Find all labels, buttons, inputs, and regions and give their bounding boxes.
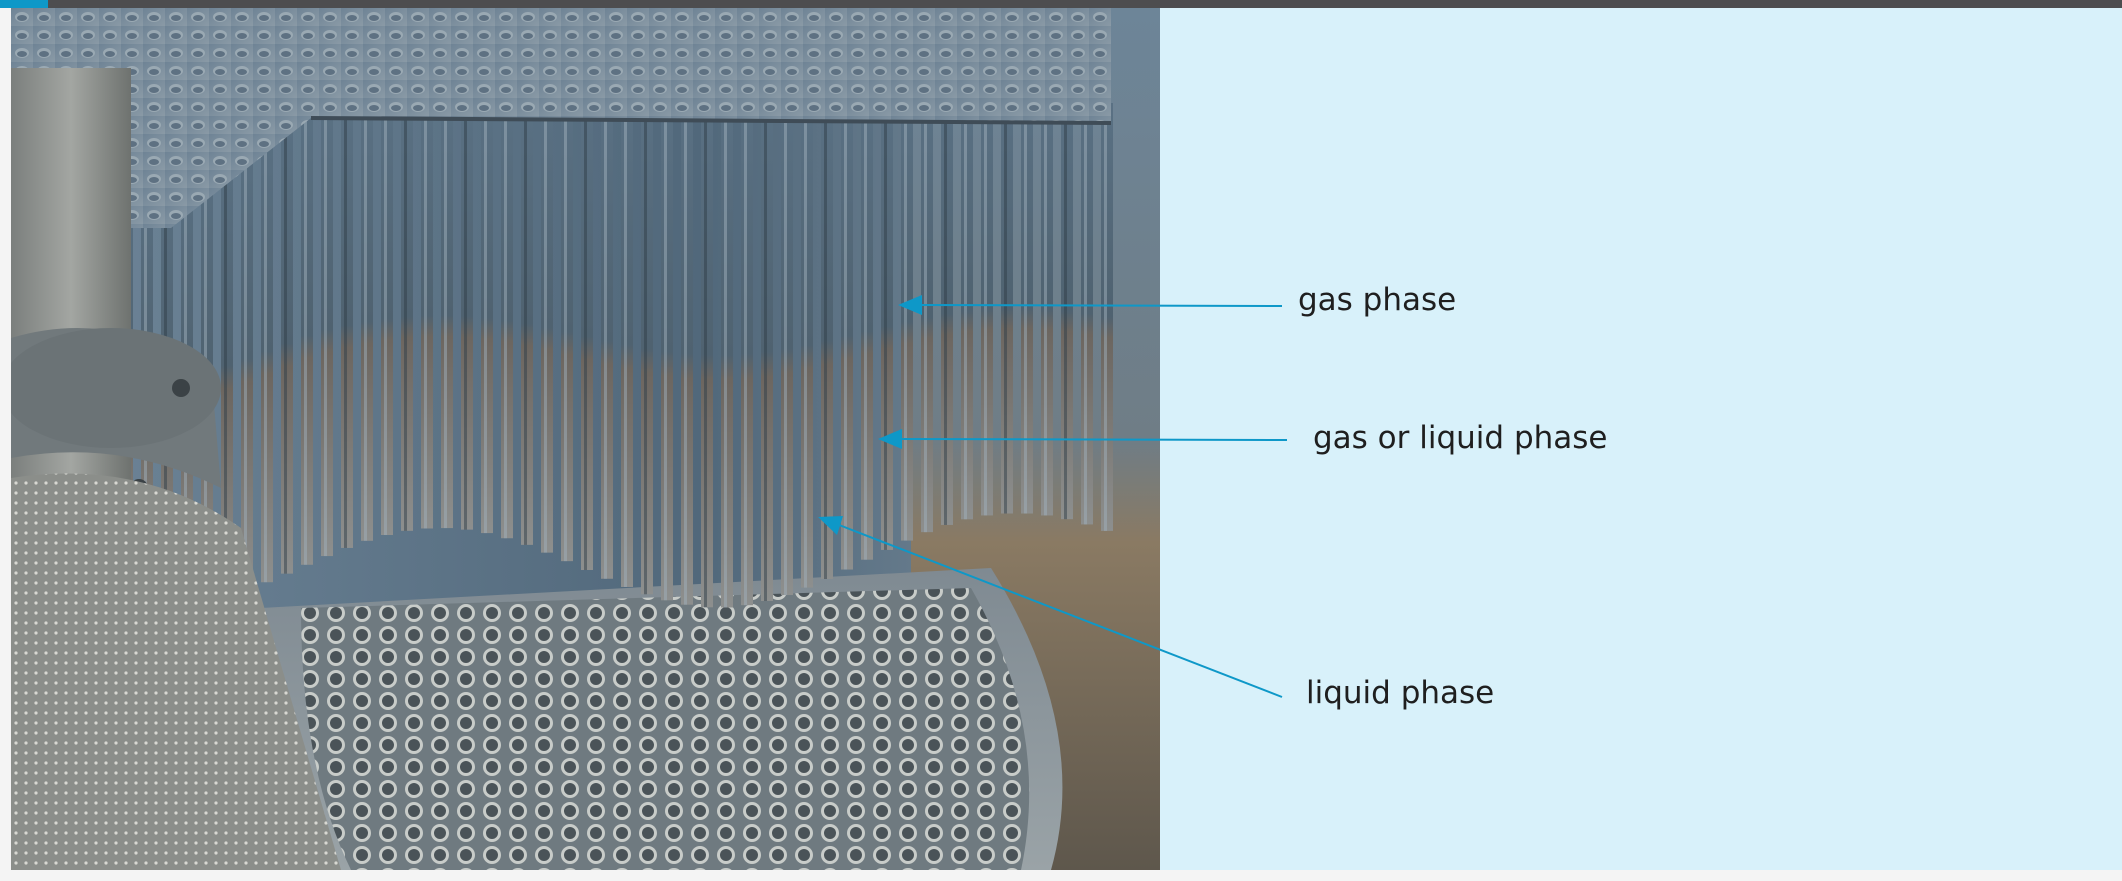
annotation-panel bbox=[1160, 8, 2122, 870]
tube-rod-highlight bbox=[284, 113, 287, 574]
tube-rod-highlight bbox=[404, 103, 407, 531]
tube-rod-highlight bbox=[504, 103, 507, 539]
gas-phase-label: gas phase bbox=[1298, 282, 1457, 318]
tube-rod-highlight bbox=[444, 103, 447, 529]
tube-rod-highlight bbox=[1064, 103, 1067, 520]
tube-rod-highlight bbox=[584, 103, 587, 571]
tube-rod-highlight bbox=[644, 103, 647, 595]
tube-rod-highlight bbox=[924, 103, 927, 533]
tube-rod-highlight bbox=[484, 103, 487, 534]
top-bar-accent bbox=[0, 0, 48, 8]
tube-rod-highlight bbox=[904, 103, 907, 541]
tube-rod-highlight bbox=[984, 103, 987, 516]
tube-rod-highlight bbox=[764, 103, 767, 601]
tube-rod-highlight bbox=[1024, 103, 1027, 514]
tube-rod-highlight bbox=[804, 103, 807, 588]
tube-bundle-photo bbox=[11, 8, 1160, 870]
tube-rod-highlight bbox=[784, 103, 787, 596]
tube-rod-highlight bbox=[944, 103, 947, 525]
tube-rod-highlight bbox=[344, 103, 347, 548]
tube-rod-highlight bbox=[364, 103, 367, 541]
liquid-phase-label: liquid phase bbox=[1306, 675, 1495, 711]
tube-rod-highlight bbox=[324, 103, 327, 557]
tube-rod-highlight bbox=[1044, 103, 1047, 516]
tube-rod-highlight bbox=[864, 103, 867, 560]
tube-rod-highlight bbox=[304, 106, 307, 565]
bottom-strip bbox=[0, 870, 2122, 881]
tube-rod-highlight bbox=[704, 103, 707, 608]
tube-rod-highlight bbox=[544, 103, 547, 553]
tube-rod-highlight bbox=[844, 103, 847, 570]
tube-rod-highlight bbox=[244, 127, 247, 591]
tube-rod-highlight bbox=[744, 103, 747, 606]
tube-rod-highlight bbox=[884, 103, 887, 550]
tube-rod-highlight bbox=[1004, 103, 1007, 514]
tube-rod-highlight bbox=[264, 120, 267, 583]
tube-rod-highlight bbox=[824, 103, 827, 579]
tube-rod-highlight bbox=[964, 103, 967, 520]
tube-rod-highlight bbox=[604, 103, 607, 579]
tube-rod-highlight bbox=[464, 103, 467, 530]
gas-or-liquid-phase-label: gas or liquid phase bbox=[1313, 420, 1608, 456]
tube-rod-highlight bbox=[524, 103, 527, 545]
top-bar bbox=[0, 0, 2122, 8]
tube-rod-highlight bbox=[1084, 103, 1087, 525]
tube-rod-highlight bbox=[724, 103, 727, 608]
tube-rod-highlight bbox=[664, 103, 667, 601]
tube-rod-highlight bbox=[424, 103, 427, 529]
tube-rod-highlight bbox=[564, 103, 567, 562]
tube-rod-highlight bbox=[624, 103, 627, 587]
tube-rod-highlight bbox=[1104, 103, 1107, 531]
tube-rod-highlight bbox=[384, 103, 387, 536]
tube-rod-highlight bbox=[224, 134, 227, 597]
tube-rod-highlight bbox=[684, 103, 687, 605]
